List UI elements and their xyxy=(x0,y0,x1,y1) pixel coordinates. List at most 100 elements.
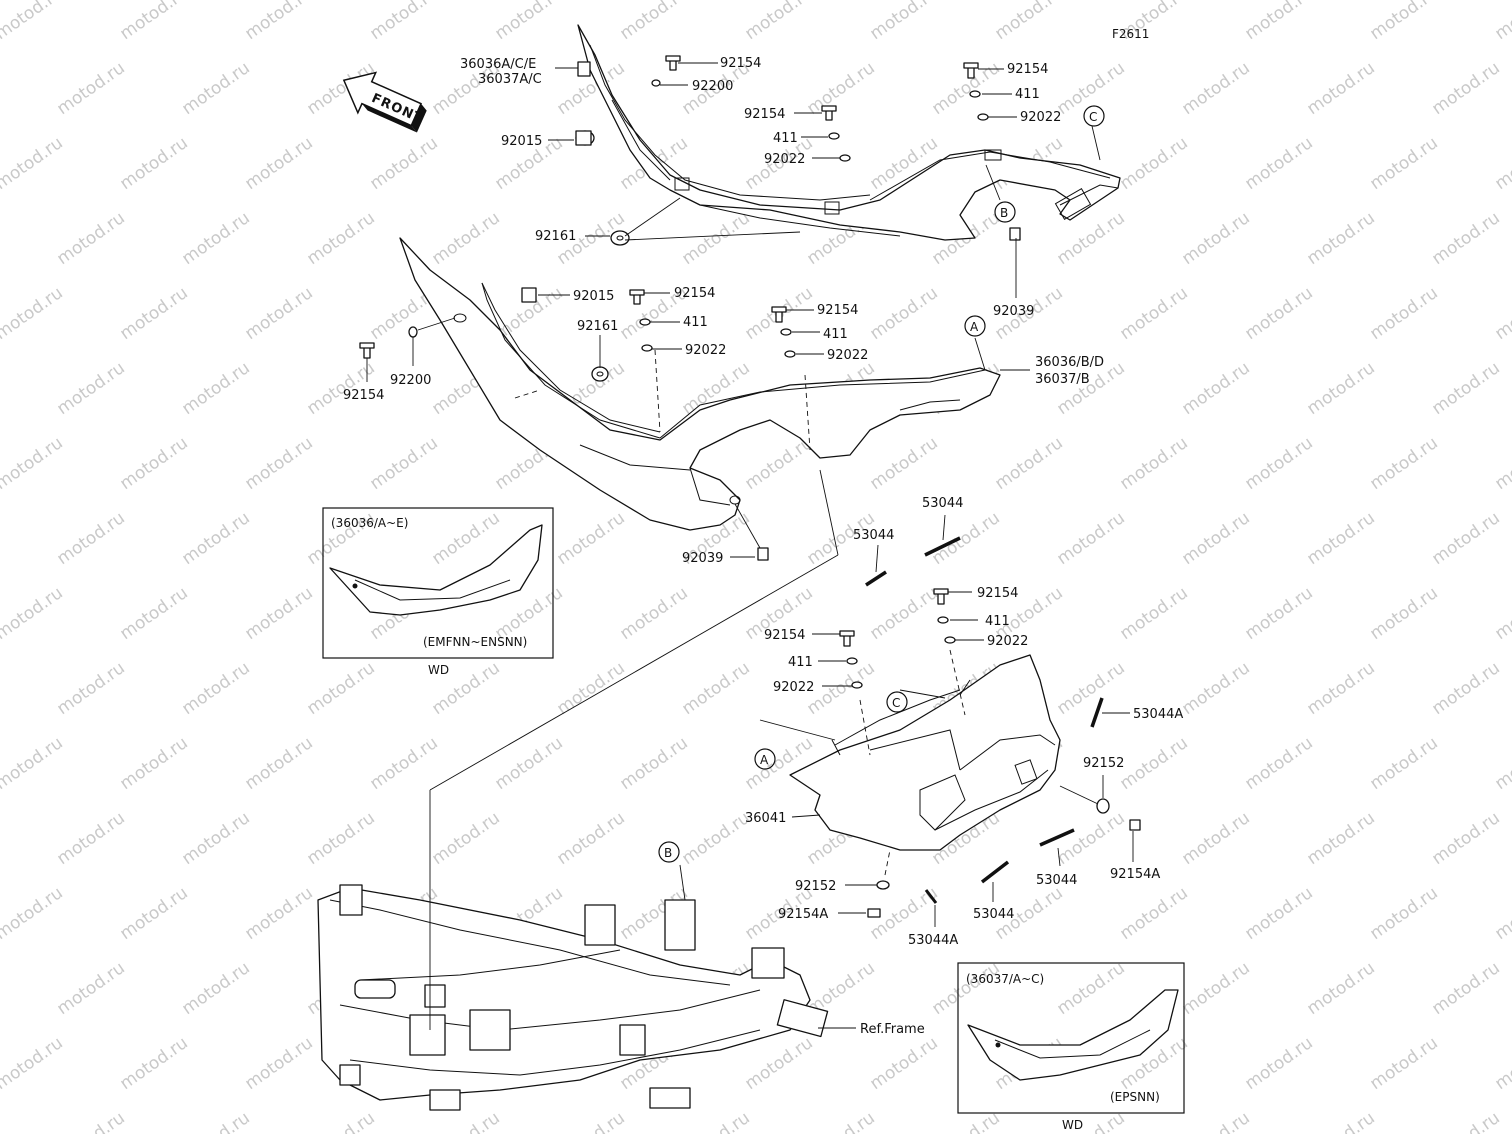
watermark-text: motod.ru xyxy=(0,583,67,644)
watermark-text: motod.ru xyxy=(241,1033,316,1094)
watermark-text: motod.ru xyxy=(1116,433,1191,494)
label-36041: 36041 xyxy=(745,811,786,826)
nut-92022-icon xyxy=(851,681,863,689)
watermark-text: motod.ru xyxy=(553,1108,628,1134)
label-411: 411 xyxy=(985,614,1010,629)
watermark-text: motod.ru xyxy=(1303,1108,1378,1134)
watermark-text: motod.ru xyxy=(928,958,1003,1019)
watermark-text: motod.ru xyxy=(1241,733,1316,794)
watermark-text: motod.ru xyxy=(803,1108,878,1134)
watermark-text: motod.ru xyxy=(366,0,441,44)
watermark-text: motod.ru xyxy=(1428,808,1503,869)
label-92022: 92022 xyxy=(764,152,805,167)
watermark-text: motod.ru xyxy=(0,433,67,494)
watermark-text: motod.ru xyxy=(1116,283,1191,344)
label-92022: 92022 xyxy=(987,634,1028,649)
label-92154: 92154 xyxy=(1007,62,1048,77)
watermark-text: motod.ru xyxy=(0,508,4,569)
watermark-text: motod.ru xyxy=(178,508,253,569)
inset-left-code: (EMFNN~ENSNN) xyxy=(423,635,527,649)
svg-text:B: B xyxy=(1000,206,1008,220)
washer-411-icon xyxy=(846,657,858,665)
watermark-text: motod.ru xyxy=(1491,1033,1512,1094)
watermark-text: motod.ru xyxy=(241,0,316,44)
label-36036ace: 36036A/C/E xyxy=(460,57,536,72)
watermark-text: motod.ru xyxy=(1116,583,1191,644)
label-53044: 53044 xyxy=(1036,873,1077,888)
grommet-92152-icon xyxy=(876,880,890,890)
watermark-text: motod.ru xyxy=(53,508,128,569)
tape-53044-icon xyxy=(980,860,1010,884)
label-92039: 92039 xyxy=(993,304,1034,319)
watermark-text: motod.ru xyxy=(803,58,878,119)
screw-92154A-icon xyxy=(867,908,881,918)
watermark-text: motod.ru xyxy=(303,208,378,269)
collar-92015-icon xyxy=(575,130,595,146)
label-92154A: 92154A xyxy=(778,907,828,922)
upper-side-cover xyxy=(577,24,1121,241)
watermark-text: motod.ru xyxy=(0,358,4,419)
watermark-text: motod.ru xyxy=(0,208,4,269)
watermark-text: motod.ru xyxy=(241,433,316,494)
watermark-text: motod.ru xyxy=(1428,958,1503,1019)
watermark-text: motod.ru xyxy=(1428,358,1503,419)
watermark-text: motod.ru xyxy=(0,658,4,719)
frame xyxy=(317,884,829,1111)
grommet-36036-icon xyxy=(577,61,591,77)
label-92015: 92015 xyxy=(573,289,614,304)
watermark-text: motod.ru xyxy=(0,58,4,119)
watermark-text: motod.ru xyxy=(1428,658,1503,719)
watermark-text: motod.ru xyxy=(1366,733,1441,794)
screw-92154-icon xyxy=(771,306,787,323)
watermark-text: motod.ru xyxy=(0,1108,4,1134)
label-411: 411 xyxy=(1015,87,1040,102)
label-92154: 92154 xyxy=(744,107,785,122)
label-92022: 92022 xyxy=(685,343,726,358)
watermark-text: motod.ru xyxy=(116,883,191,944)
label-92152: 92152 xyxy=(795,879,836,894)
watermark-text: motod.ru xyxy=(178,658,253,719)
watermark-text: motod.ru xyxy=(1366,883,1441,944)
watermark-text: motod.ru xyxy=(1178,658,1253,719)
watermark-text: motod.ru xyxy=(1428,1108,1503,1134)
watermark-text: motod.ru xyxy=(1241,283,1316,344)
tape-53044-icon xyxy=(865,570,887,587)
damper-92161-icon xyxy=(591,366,609,382)
watermark-text: motod.ru xyxy=(0,1033,67,1094)
watermark-text: motod.ru xyxy=(1303,58,1378,119)
callout-a-mid: A xyxy=(964,315,986,337)
watermark-text: motod.ru xyxy=(116,733,191,794)
watermark-text: motod.ru xyxy=(1303,808,1378,869)
label-53044: 53044 xyxy=(922,496,963,511)
watermark-text: motod.ru xyxy=(1241,433,1316,494)
inset-right: (36037/A~C) (EPSNN) WD xyxy=(957,962,1185,1132)
watermark-text: motod.ru xyxy=(178,58,253,119)
watermark-text: motod.ru xyxy=(1491,583,1512,644)
watermark-text: motod.ru xyxy=(553,658,628,719)
inset-left-part: (36036/A~E) xyxy=(331,516,408,530)
svg-text:C: C xyxy=(1089,110,1097,124)
watermark-text: motod.ru xyxy=(1178,208,1253,269)
watermark-text: motod.ru xyxy=(1178,58,1253,119)
watermark-text: motod.ru xyxy=(1053,808,1128,869)
screw-92154-icon xyxy=(963,62,979,79)
watermark-text: motod.ru xyxy=(928,1108,1003,1134)
label-92039: 92039 xyxy=(682,551,723,566)
watermark-text: motod.ru xyxy=(1491,433,1512,494)
watermark-text: motod.ru xyxy=(1491,283,1512,344)
watermark-text: motod.ru xyxy=(116,1033,191,1094)
watermark-text: motod.ru xyxy=(1178,1108,1253,1134)
watermark-text: motod.ru xyxy=(1366,433,1441,494)
watermark-text: motod.ru xyxy=(1241,0,1316,44)
leader-lines xyxy=(366,62,1134,1030)
label-36037b: 36037/B xyxy=(1035,372,1090,387)
watermark-text: motod.ru xyxy=(1116,133,1191,194)
fastener-parts xyxy=(359,55,1141,918)
watermark-text: motod.ru xyxy=(53,358,128,419)
watermark-text: motod.ru xyxy=(678,658,753,719)
watermark-text: motod.ru xyxy=(1178,358,1253,419)
label-92154: 92154 xyxy=(977,586,1018,601)
watermark-text: motod.ru xyxy=(303,658,378,719)
watermark-text: motod.ru xyxy=(1178,508,1253,569)
